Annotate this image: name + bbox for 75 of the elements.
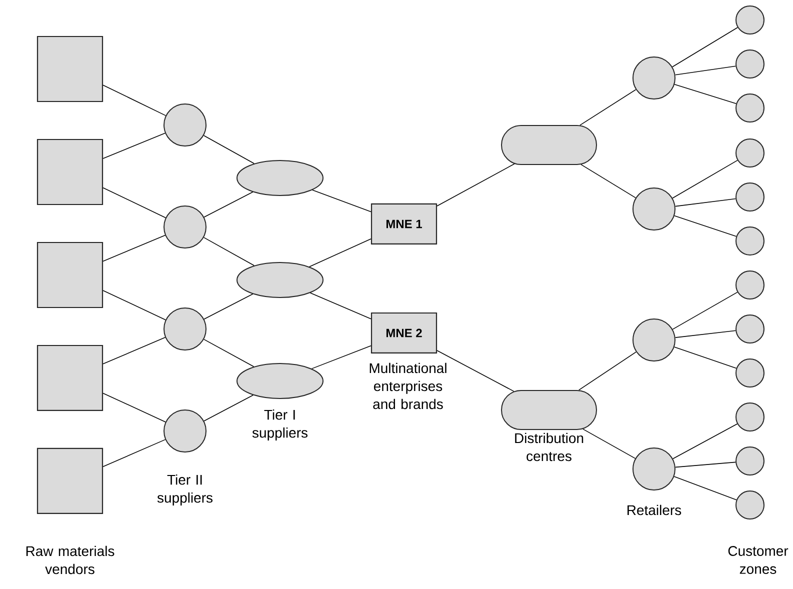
connector-line: [102, 337, 166, 364]
empty-box: [36, 36, 104, 102]
connector-line: [102, 84, 166, 116]
connector-line: [203, 237, 254, 266]
empty-circle: [736, 50, 764, 78]
empty-box: [36, 242, 104, 308]
enterprise-box: MNE 2: [370, 312, 438, 354]
connector-line: [674, 476, 737, 500]
empty-box: [36, 138, 104, 206]
empty-circle: [736, 446, 764, 476]
empty-ellipse: [236, 160, 324, 196]
connector-line: [102, 234, 166, 262]
connector-line: [674, 84, 737, 104]
empty-circle: [632, 318, 676, 362]
enterprise-box: MNE 1: [370, 203, 438, 245]
connector-line: [580, 164, 636, 198]
column-label: Distribution centres: [515, 432, 584, 462]
empty-circle: [736, 358, 764, 388]
empty-circle: [164, 206, 206, 248]
empty-ellipse: [236, 362, 324, 399]
connector-line: [204, 192, 254, 218]
empty-pill: [501, 125, 597, 165]
empty-circle: [632, 188, 676, 230]
column-label: Retailers: [628, 504, 682, 516]
connector-line: [203, 338, 254, 368]
connector-line: [674, 346, 737, 369]
empty-circle: [736, 314, 764, 344]
connector-line: [672, 160, 738, 199]
column-label: Tier II suppliers: [157, 474, 212, 506]
connector-line: [674, 215, 737, 237]
column-label: Multinational enterprises and brands: [370, 362, 446, 410]
empty-ellipse: [236, 262, 324, 298]
empty-circle: [164, 104, 206, 146]
column-label: Customer zones: [728, 546, 788, 574]
empty-circle: [736, 6, 764, 34]
connector-line: [102, 392, 166, 422]
connector-line: [436, 163, 515, 206]
empty-circle: [736, 138, 764, 168]
empty-circle: [164, 409, 206, 452]
empty-circle: [164, 307, 206, 350]
empty-circle: [736, 226, 764, 256]
empty-circle: [632, 447, 676, 490]
connector-line: [308, 238, 372, 268]
empty-box: [36, 448, 104, 514]
empty-circle: [632, 56, 676, 100]
column-label: Tier I suppliers: [252, 409, 308, 440]
connector-line: [672, 292, 738, 330]
connector-line: [674, 198, 736, 207]
connector-line: [102, 132, 166, 159]
connector-line: [102, 187, 166, 218]
connector-line: [204, 394, 254, 422]
connector-line: [582, 428, 636, 459]
connector-line: [675, 462, 736, 468]
connector-line: [674, 330, 736, 338]
connector-line: [310, 292, 372, 320]
connector-line: [312, 190, 372, 212]
empty-circle: [736, 402, 764, 432]
connector-line: [436, 350, 514, 392]
empty-circle: [736, 94, 764, 122]
empty-circle: [736, 270, 764, 300]
column-label: Raw materials vendors: [26, 546, 114, 574]
connector-line: [580, 89, 636, 126]
connector-line: [102, 439, 166, 468]
connector-line: [311, 345, 372, 370]
empty-box: [36, 344, 104, 412]
connector-line: [672, 424, 738, 460]
empty-circle: [736, 490, 764, 520]
connector-line: [204, 294, 254, 320]
connector-line: [203, 135, 254, 164]
connector-line: [102, 290, 166, 320]
connector-line: [578, 352, 636, 390]
connector-line: [672, 27, 738, 68]
connector-line: [674, 66, 736, 76]
empty-pill: [501, 390, 597, 430]
empty-circle: [736, 182, 764, 212]
